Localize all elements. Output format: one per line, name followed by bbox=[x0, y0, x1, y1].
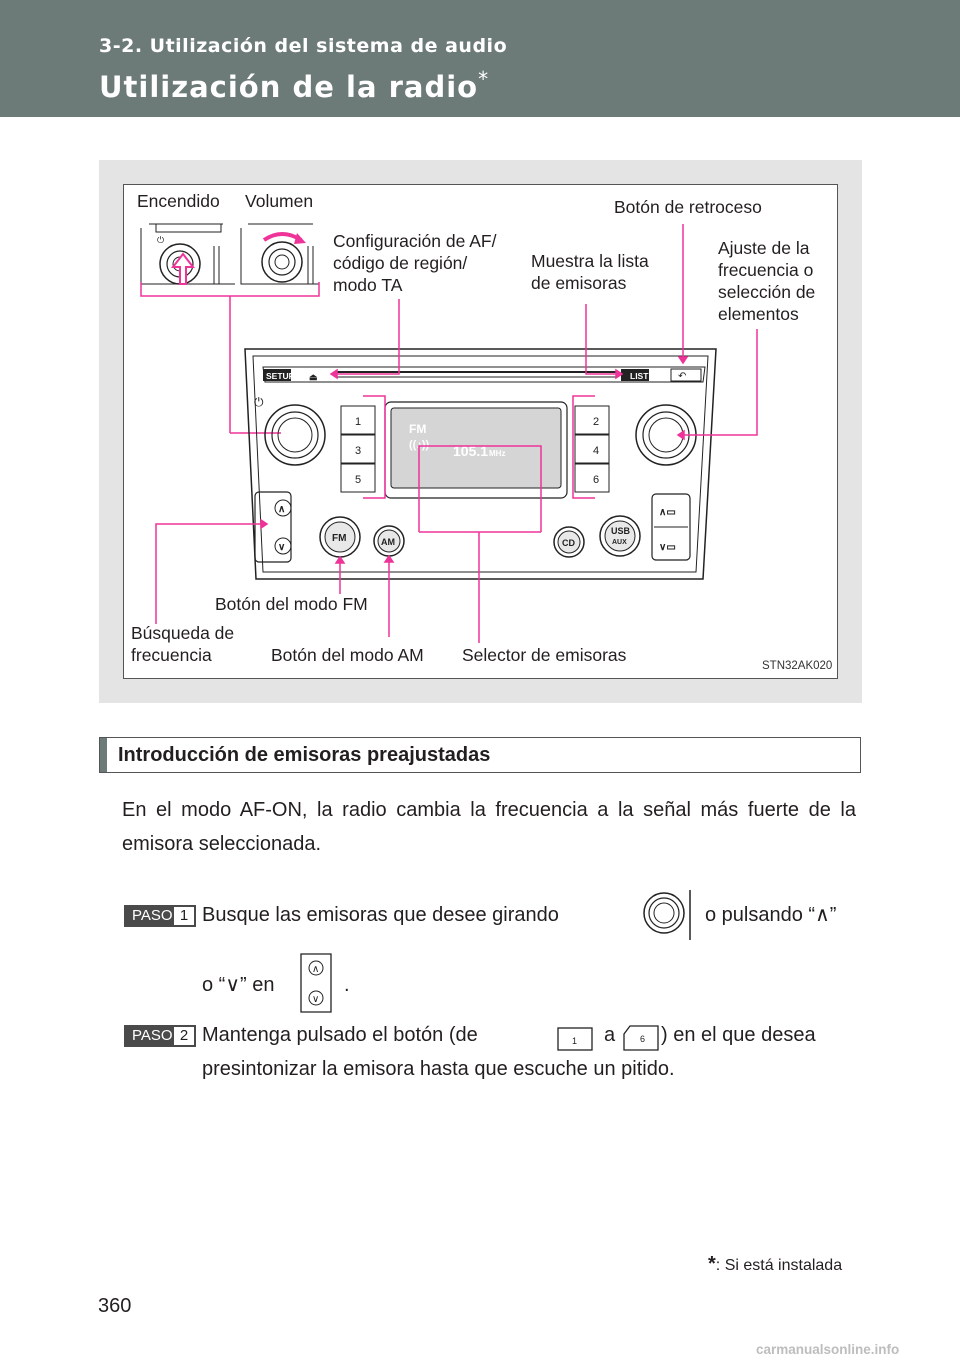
title-asterisk: * bbox=[478, 67, 490, 91]
label-station-list: Muestra la lista de emisoras bbox=[531, 251, 649, 293]
step-1-line-1a: Busque las emisoras que desee girando bbox=[202, 904, 559, 926]
fm-label: FM bbox=[332, 533, 346, 544]
preset-6-icon: 6 bbox=[623, 1025, 659, 1051]
power-inset: ⏻ bbox=[140, 223, 235, 285]
step-2-line-1a: Mantenga pulsado el botón (de bbox=[202, 1024, 478, 1046]
svg-text:⏻: ⏻ bbox=[157, 235, 164, 245]
svg-text:∨: ∨ bbox=[312, 994, 319, 1005]
step-1-badge: PASO 1 bbox=[124, 905, 196, 927]
step-1-word: PASO bbox=[132, 907, 173, 924]
footnote-asterisk: * bbox=[708, 1253, 716, 1275]
svg-text:∨: ∨ bbox=[278, 542, 285, 553]
chapter-header: 3-2. Utilización del sistema de audio Ut… bbox=[0, 0, 960, 117]
page-number: 360 bbox=[98, 1295, 132, 1317]
list-label: LIST bbox=[630, 371, 649, 381]
svg-text:↶: ↶ bbox=[678, 371, 686, 382]
label-fm-button: Botón del modo FM bbox=[215, 594, 368, 614]
tune-knob-icon bbox=[643, 890, 691, 940]
label-am-button: Botón del modo AM bbox=[271, 645, 424, 665]
svg-text:∧: ∧ bbox=[278, 504, 285, 515]
step-1-line-1b: o pulsando “∧” bbox=[705, 898, 836, 932]
intro-paragraph: En el modo AF-ON, la radio cambia la fre… bbox=[122, 799, 856, 855]
cd-label: CD bbox=[562, 538, 575, 548]
radio-labels: SETUP ⏏ LIST ↶ ⏻ 1 3 5 2 4 6 FM ((♪)) 10… bbox=[254, 368, 702, 553]
label-station-selector: Selector de emisoras bbox=[462, 645, 627, 665]
up-symbol: ∧ bbox=[815, 904, 830, 926]
figure-code: STN32AK020 bbox=[762, 660, 833, 672]
inset-brackets bbox=[140, 282, 320, 434]
subheading-box: Introducción de emisoras preajustadas bbox=[99, 737, 861, 773]
svg-text:∧▭: ∧▭ bbox=[659, 507, 676, 518]
step-2-number: 2 bbox=[173, 1026, 195, 1046]
volume-inset bbox=[240, 223, 319, 285]
callout-lines bbox=[155, 224, 758, 643]
svg-text:∧: ∧ bbox=[312, 964, 319, 975]
page-title-text: Utilización de la radio bbox=[99, 70, 479, 104]
label-af-config: Configuración de AF/ código de región/ m… bbox=[333, 231, 497, 295]
subheading: Introducción de emisoras preajustadas bbox=[118, 744, 491, 766]
preset-2-label: 2 bbox=[593, 416, 599, 428]
preset-3-label: 3 bbox=[355, 445, 361, 457]
down-symbol: ∨ bbox=[225, 974, 240, 996]
power-press-arrow bbox=[170, 252, 196, 285]
watermark: carmanualsonline.info bbox=[756, 1342, 900, 1357]
step-2-line-2: presintonizar la emisora hasta que escuc… bbox=[202, 1058, 675, 1080]
step-1-or-press: o pulsando “ bbox=[705, 904, 816, 926]
step-1-open-quote: o “ bbox=[202, 974, 226, 996]
volume-rotate-arrow bbox=[262, 232, 306, 244]
svg-text:((♪)): ((♪)) bbox=[409, 439, 429, 451]
radio-faceplate bbox=[244, 348, 717, 580]
step-1-number: 1 bbox=[173, 906, 195, 926]
preset-1-icon-label: 1 bbox=[572, 1036, 577, 1046]
step-2-badge: PASO 2 bbox=[124, 1025, 196, 1047]
seek-rocker-icon: ∧ ∨ bbox=[300, 953, 332, 1013]
display-frequency: 105.1 bbox=[453, 443, 488, 459]
setup-label: SETUP bbox=[266, 371, 295, 381]
preset-1-label: 1 bbox=[355, 416, 361, 428]
am-label: AM bbox=[381, 537, 395, 547]
step-1-period: . bbox=[344, 974, 350, 996]
preset-4-label: 4 bbox=[593, 445, 599, 457]
preset-6-label: 6 bbox=[593, 474, 599, 486]
label-seek: Búsqueda de frecuencia bbox=[131, 623, 235, 665]
footnote-text: : Si está instalada bbox=[715, 1257, 843, 1274]
step-2-line-1b: a bbox=[604, 1024, 616, 1046]
display-band: FM bbox=[409, 422, 426, 436]
label-tune-adjust: Ajuste de la frecuencia o selección de e… bbox=[718, 238, 816, 324]
radio-illustration: ⏻ bbox=[140, 223, 758, 643]
svg-text:⏻: ⏻ bbox=[254, 395, 264, 409]
usb-label: USB bbox=[611, 526, 631, 536]
display-unit: MHz bbox=[489, 449, 505, 458]
section-label: 3-2. Utilización del sistema de audio bbox=[99, 35, 508, 57]
preset-5-label: 5 bbox=[355, 474, 361, 486]
label-back-button: Botón de retroceso bbox=[614, 197, 762, 217]
preset-6-icon-label: 6 bbox=[640, 1034, 645, 1044]
step-1-close-quote: ” bbox=[829, 904, 837, 926]
subheading-bar bbox=[100, 738, 107, 772]
step-1-line-2a: o “∨” en bbox=[202, 968, 274, 1002]
step-2-line-1c: ) en el que desea bbox=[661, 1024, 816, 1046]
aux-label: AUX bbox=[612, 539, 627, 546]
footnote: *: Si está instalada bbox=[708, 1253, 842, 1276]
svg-text:∨▭: ∨▭ bbox=[659, 542, 676, 553]
preset-1-icon: 1 bbox=[557, 1027, 593, 1051]
label-volume: Volumen bbox=[245, 191, 314, 211]
label-power: Encendido bbox=[137, 191, 220, 211]
step-2-word: PASO bbox=[132, 1027, 173, 1044]
svg-text:⏏: ⏏ bbox=[309, 372, 318, 382]
step-1-in: ” en bbox=[239, 974, 275, 996]
page-title: Utilización de la radio* bbox=[99, 67, 489, 104]
